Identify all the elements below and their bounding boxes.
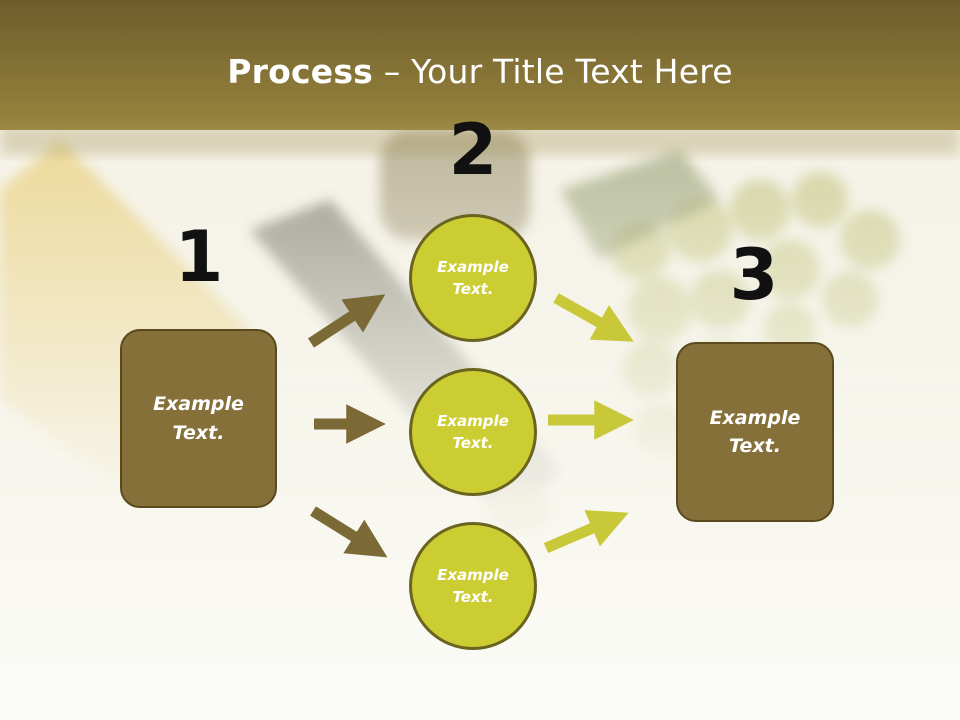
process-circle-1: Example Text. (409, 214, 537, 342)
page-title: Process – Your Title Text Here (0, 52, 960, 91)
step-number-1: 1 (174, 216, 224, 298)
title-rest: – Your Title Text Here (373, 52, 733, 91)
circle-1-line-1: Example (437, 257, 509, 276)
title-bold: Process (227, 52, 374, 91)
circle-2-line-1: Example (437, 411, 509, 430)
circle-1-line-2: Text. (452, 280, 494, 298)
circle-2-line-2: Text. (452, 434, 494, 452)
step-number-3: 3 (729, 234, 779, 316)
process-circle-2: Example Text. (409, 368, 537, 496)
step-number-2: 2 (448, 109, 498, 191)
right-box-line-2: Text. (729, 435, 781, 457)
arrow-left-to-circle-3 (310, 506, 388, 558)
arrow-circle-1-to-right (553, 293, 634, 342)
process-circle-3: Example Text. (409, 522, 537, 650)
arrow-left-to-circle-1 (307, 294, 386, 348)
left-process-box: Example Text. (120, 329, 277, 508)
left-box-line-1: Example (153, 393, 244, 415)
right-box-line-1: Example (709, 406, 801, 429)
circle-3-line-1: Example (437, 565, 509, 584)
header-band (0, 0, 960, 130)
right-process-box: Example Text. (676, 342, 834, 522)
arrow-circle-3-to-right (543, 510, 629, 554)
circle-3-line-2: Text. (452, 588, 494, 606)
left-box-line-2: Text. (172, 421, 225, 444)
